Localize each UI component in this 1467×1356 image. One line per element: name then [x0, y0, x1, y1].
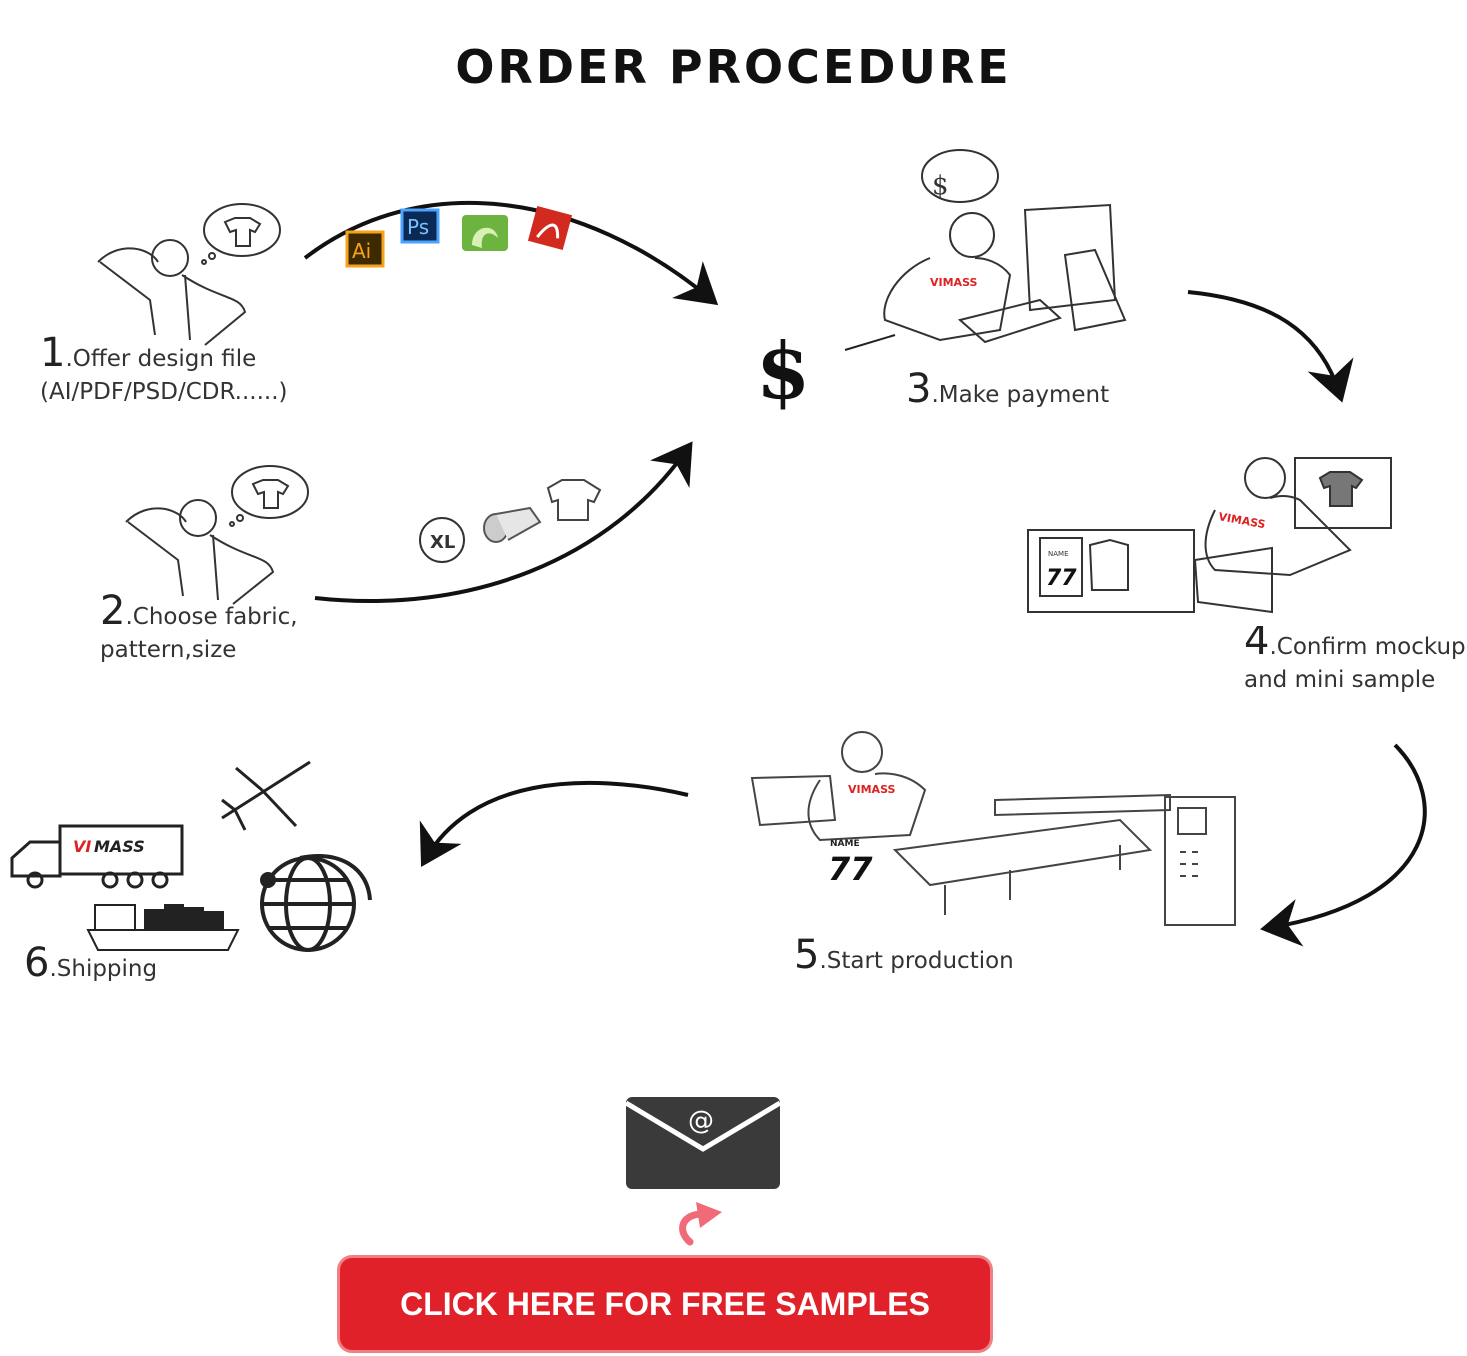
arrow-4-to-5 [1268, 745, 1425, 928]
svg-text:Ps: Ps [407, 215, 429, 239]
step-3-caption: 3.Make payment [906, 374, 1109, 413]
svg-text:Ai: Ai [352, 239, 371, 263]
truck-brand: VI [73, 837, 91, 856]
step-5-caption: 5.Start production [794, 940, 1014, 979]
step-3-number: 3 [906, 366, 931, 412]
payment-connector [845, 335, 895, 350]
step-1-number: 1 [40, 330, 65, 376]
step-2-line1: .Choose fabric, [125, 604, 297, 630]
jersey-mockup-icon: NAME 77 [1040, 538, 1082, 596]
step-6-number: 6 [24, 940, 49, 986]
svg-text:NAME: NAME [1048, 550, 1069, 558]
person-computer-payment-icon: $ [884, 150, 1125, 342]
production-machine-icon [752, 732, 1235, 925]
step-5-line1: .Start production [819, 948, 1013, 974]
fabric-roll-icon [484, 508, 540, 542]
svg-text:77: 77 [1046, 566, 1077, 591]
svg-text:XL: XL [430, 532, 455, 553]
email-at-symbol: @ [688, 1106, 714, 1136]
svg-text:77: 77 [828, 850, 873, 888]
step-2-number: 2 [100, 588, 125, 634]
arrow-3-to-4 [1188, 292, 1340, 395]
person-thinking-1-icon [98, 204, 280, 345]
step-4-number: 4 [1244, 626, 1269, 664]
ps-file-icon: Ps [402, 210, 438, 242]
step-4-line1: .Confirm mockup [1269, 634, 1465, 660]
size-xl-badge-icon: XL [420, 518, 464, 562]
step-2-caption: 2.Choose fabric, pattern,size [100, 596, 298, 668]
brand-logo-4: VIMASS [1217, 510, 1266, 531]
tshirt-icon [548, 480, 600, 520]
brand-logo-3: VIMASS [930, 276, 977, 289]
step-1-line1: .Offer design file [65, 346, 256, 372]
curved-arrow-icon [660, 1198, 730, 1250]
arrow-5-to-6 [425, 783, 688, 860]
brand-logo-5: VIMASS [848, 783, 895, 796]
step-1-caption: 1.Offer design file (AI/PDF/PSD/CDR.....… [40, 338, 288, 410]
payment-dollar-symbol: $ [756, 326, 810, 417]
production-jersey-number: NAME 77 [828, 839, 873, 888]
email-envelope-icon[interactable]: @ [626, 1097, 780, 1189]
step-4-line2: and mini sample [1244, 667, 1435, 693]
free-samples-button[interactable]: CLICK HERE FOR FREE SAMPLES [340, 1258, 990, 1350]
pdf-file-icon [528, 206, 572, 250]
airplane-icon [222, 762, 310, 830]
step-6-line1: .Shipping [49, 956, 157, 982]
step-1-line2: (AI/PDF/PSD/CDR......) [40, 379, 288, 405]
cdr-file-icon [462, 215, 508, 251]
truck-brand-rest: MASS [94, 837, 145, 856]
step-4-caption: 4.Confirm mockup and mini sample [1244, 626, 1467, 698]
globe-icon [262, 856, 370, 950]
step-6-caption: 6.Shipping [24, 948, 157, 987]
step-3-line1: .Make payment [931, 382, 1109, 408]
svg-text:$: $ [932, 171, 949, 201]
cargo-ship-icon [88, 905, 238, 950]
step-5-number: 5 [794, 932, 819, 978]
truck-icon [12, 826, 182, 887]
person-thinking-2-icon [126, 466, 308, 604]
svg-text:NAME: NAME [830, 839, 860, 849]
ai-file-icon: Ai [347, 232, 383, 266]
step-2-line2: pattern,size [100, 637, 236, 663]
